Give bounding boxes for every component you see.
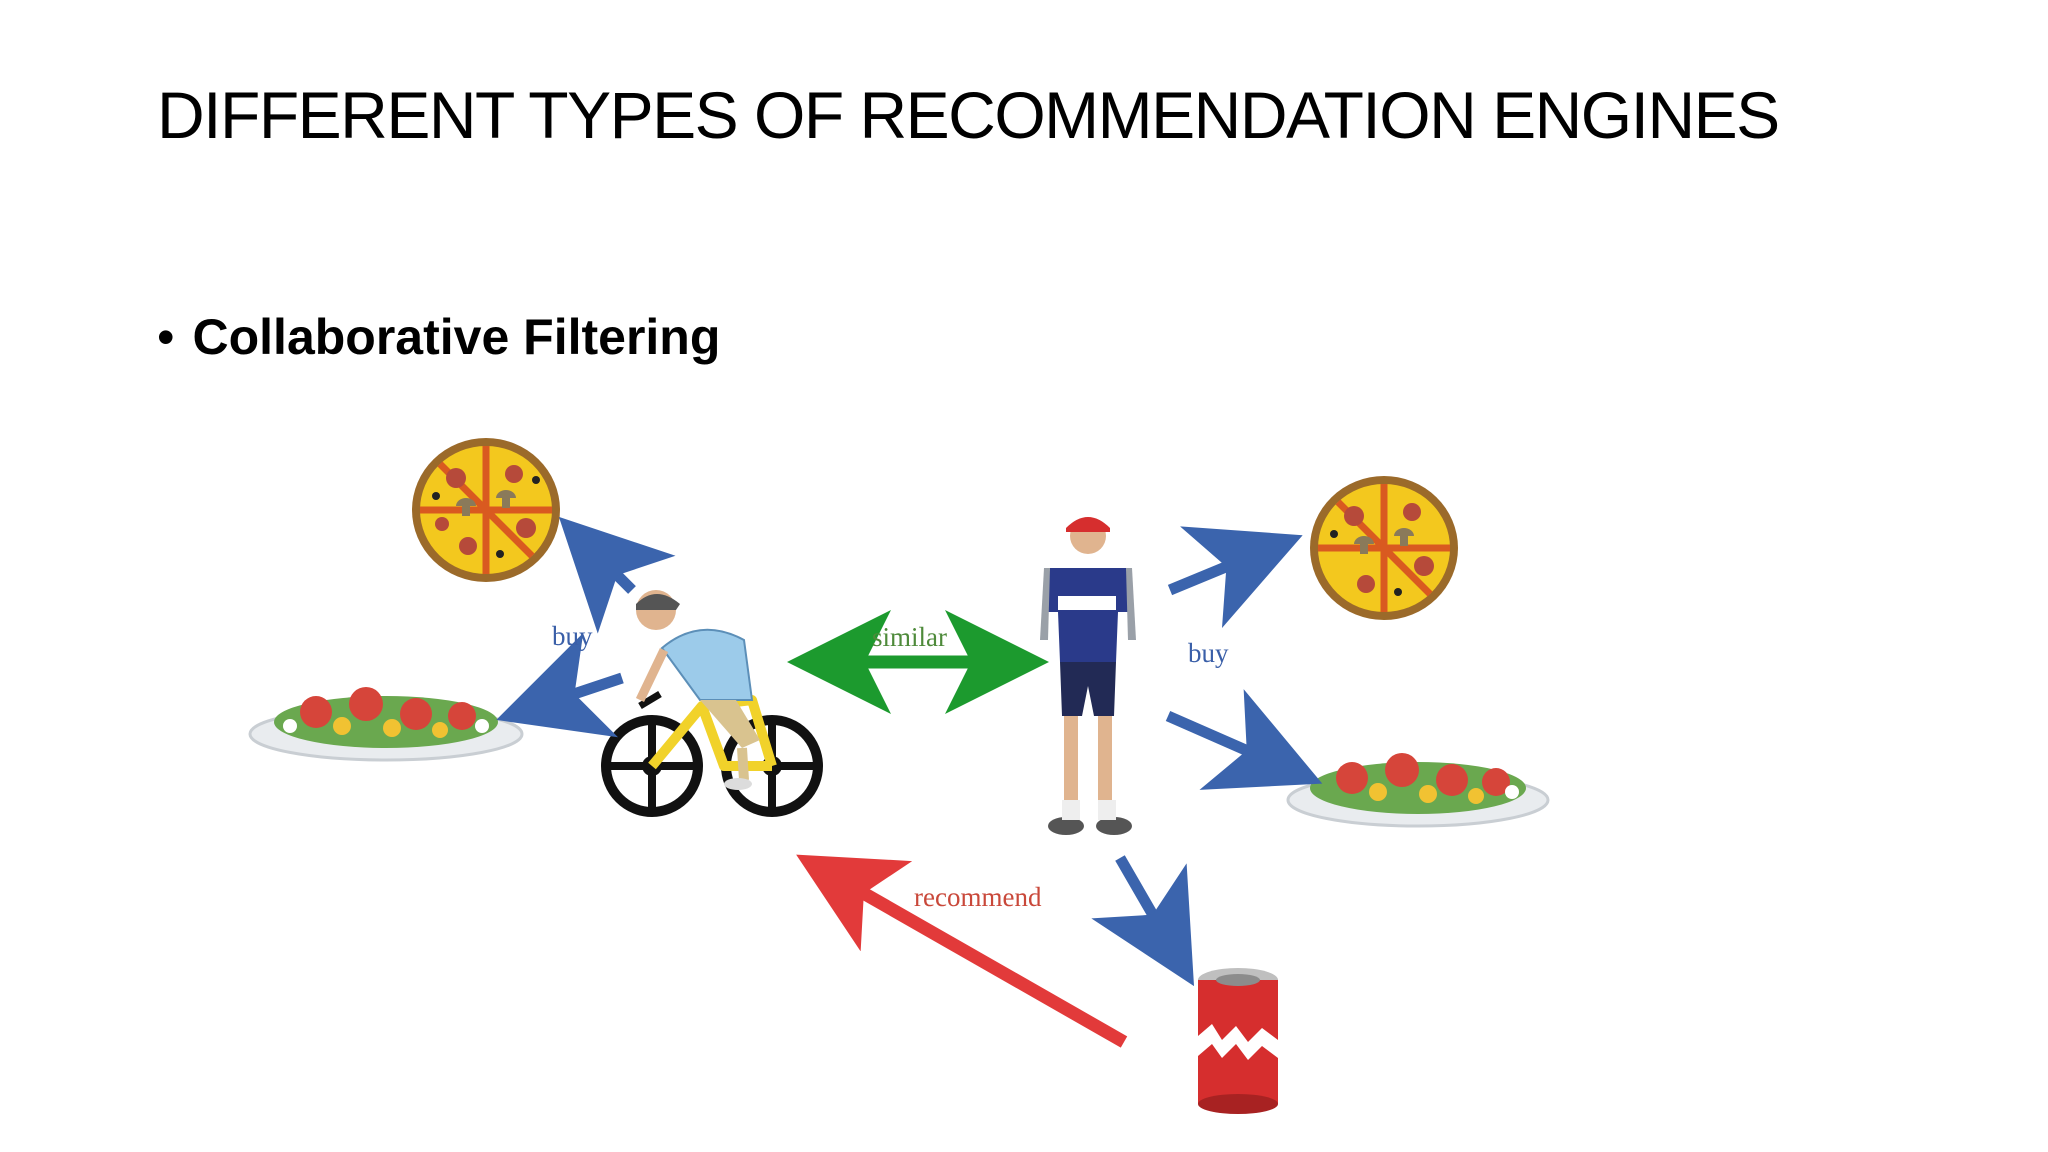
- buy-arrow-down: [1091, 855, 1195, 987]
- buy-arrow-right-top: [1167, 526, 1303, 629]
- slide-title: DIFFERENT TYPES OF RECOMMENDATION ENGINE…: [157, 78, 1780, 152]
- recommend-label: recommend: [914, 882, 1042, 912]
- buy-label-left: buy: [552, 621, 593, 651]
- buy-arrow-left-top: [558, 516, 676, 634]
- bullet-item: • Collaborative Filtering: [157, 312, 720, 362]
- similar-label: similar: [872, 622, 947, 652]
- buy-arrow-right-bottom: [1165, 689, 1323, 790]
- cyclist-icon: [601, 590, 823, 817]
- person-icon: [1040, 517, 1136, 835]
- pizza-icon: [412, 438, 560, 582]
- recommend-arrow: [796, 854, 1128, 1048]
- salad-icon: [1286, 753, 1550, 828]
- salad-icon: [248, 687, 524, 762]
- soda-can-icon: [1198, 968, 1278, 1114]
- buy-arrow-left-bottom: [496, 632, 624, 738]
- pizza-icon: [1310, 476, 1458, 620]
- bullet-text: Collaborative Filtering: [192, 309, 721, 365]
- buy-label-right: buy: [1188, 638, 1229, 668]
- bullet-dot: •: [157, 309, 175, 365]
